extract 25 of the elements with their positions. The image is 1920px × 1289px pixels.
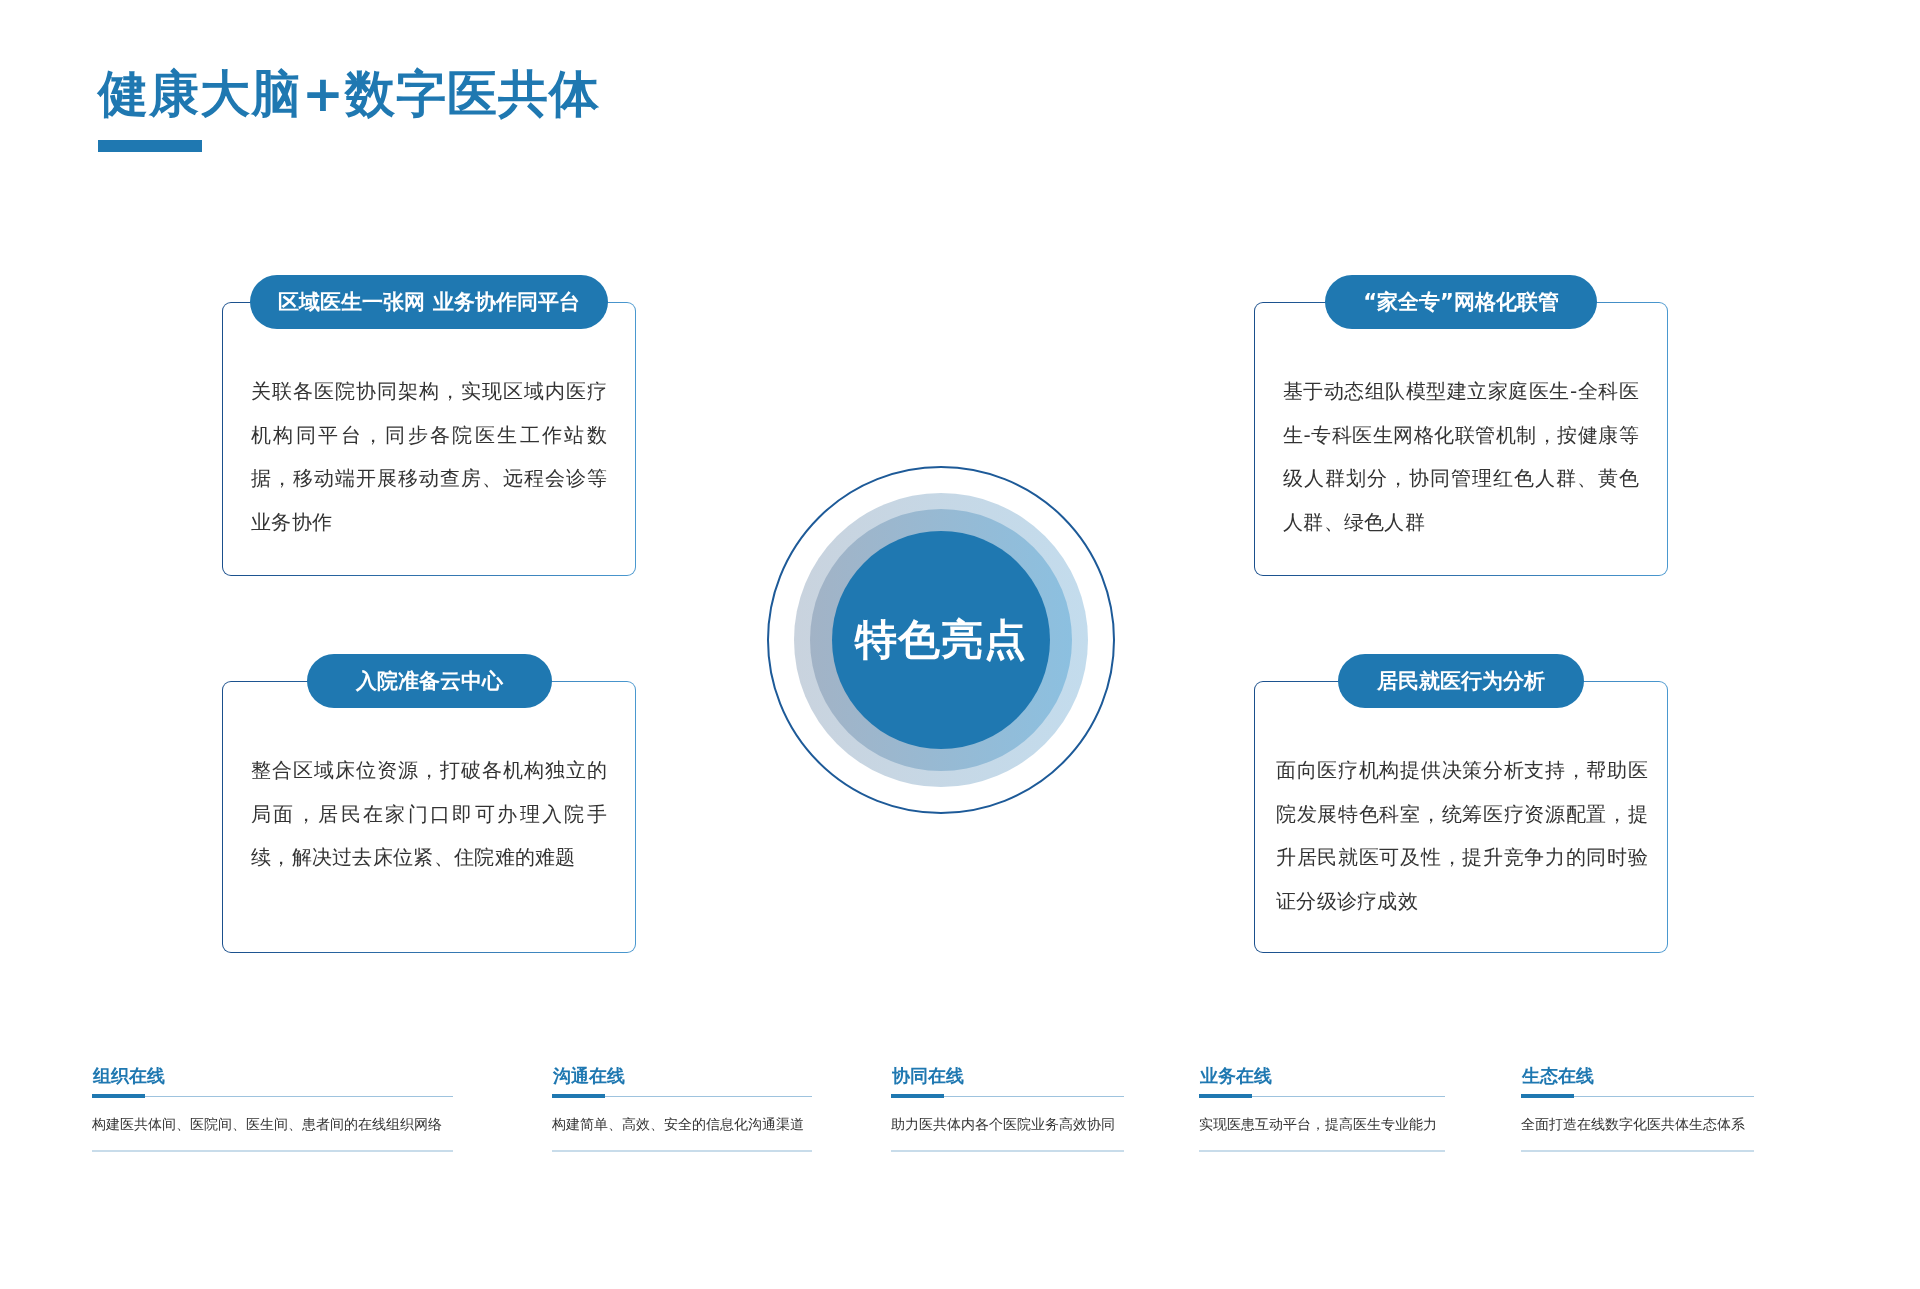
info-card [222, 275, 636, 576]
info-card [1254, 275, 1668, 576]
section-heading: 生态在线 [1522, 1064, 1594, 1088]
feature-description: 构建医共体间、医院间、医生间、患者间的在线组织网络 [92, 1115, 442, 1134]
center-circle [767, 466, 1115, 814]
center-title: 特色亮点 [853, 614, 1028, 666]
info-card [1254, 654, 1668, 953]
feature-description: 全面打造在线数字化医共体生态体系 [1521, 1115, 1745, 1134]
card-text: 基于动态组队模型建立家庭医生-全科医生-专科医生网格化联管机制，按健康等级人群划分，协同管理红色人群、黄色人群、绿色人群 [1283, 378, 1639, 536]
card-text: 整合区域床位资源，打破各机构独立的局面，居民在家门口即可办理入院手续，解决过去床位紧、住院难的难题 [251, 757, 607, 871]
section-heading: 协同在线 [892, 1064, 964, 1088]
card-heading: 入院准备云中心 [306, 654, 552, 708]
card-text: 关联各医院协同架构，实现区域内医疗机构同平台，同步各院医生工作站数据，移动端开展移动查房、远程会诊等业务协作 [251, 378, 607, 536]
info-card [222, 654, 636, 953]
card-heading: 区域医生一张网 业务协作同平台 [250, 275, 608, 329]
section-heading: 沟通在线 [553, 1064, 625, 1088]
feature-description: 实现医患互动平台，提高医生专业能力 [1199, 1115, 1437, 1134]
page-title: 健康大脑+数字医共体 [98, 64, 600, 124]
card-text: 面向医疗机构提供决策分析支持，帮助医院发展特色科室，统筹医疗资源配置，提升居民就医可及性，提升竞争力的同时验证分级诊疗成效 [1276, 757, 1648, 915]
feature-description: 助力医共体内各个医院业务高效协同 [891, 1115, 1115, 1134]
section-heading: 业务在线 [1200, 1064, 1272, 1088]
feature-description: 构建简单、高效、安全的信息化沟通渠道 [552, 1115, 804, 1134]
section-heading: 组织在线 [93, 1064, 165, 1088]
card-heading: “家全专”网格化联管 [1325, 275, 1597, 329]
card-heading: 居民就医行为分析 [1338, 654, 1584, 708]
